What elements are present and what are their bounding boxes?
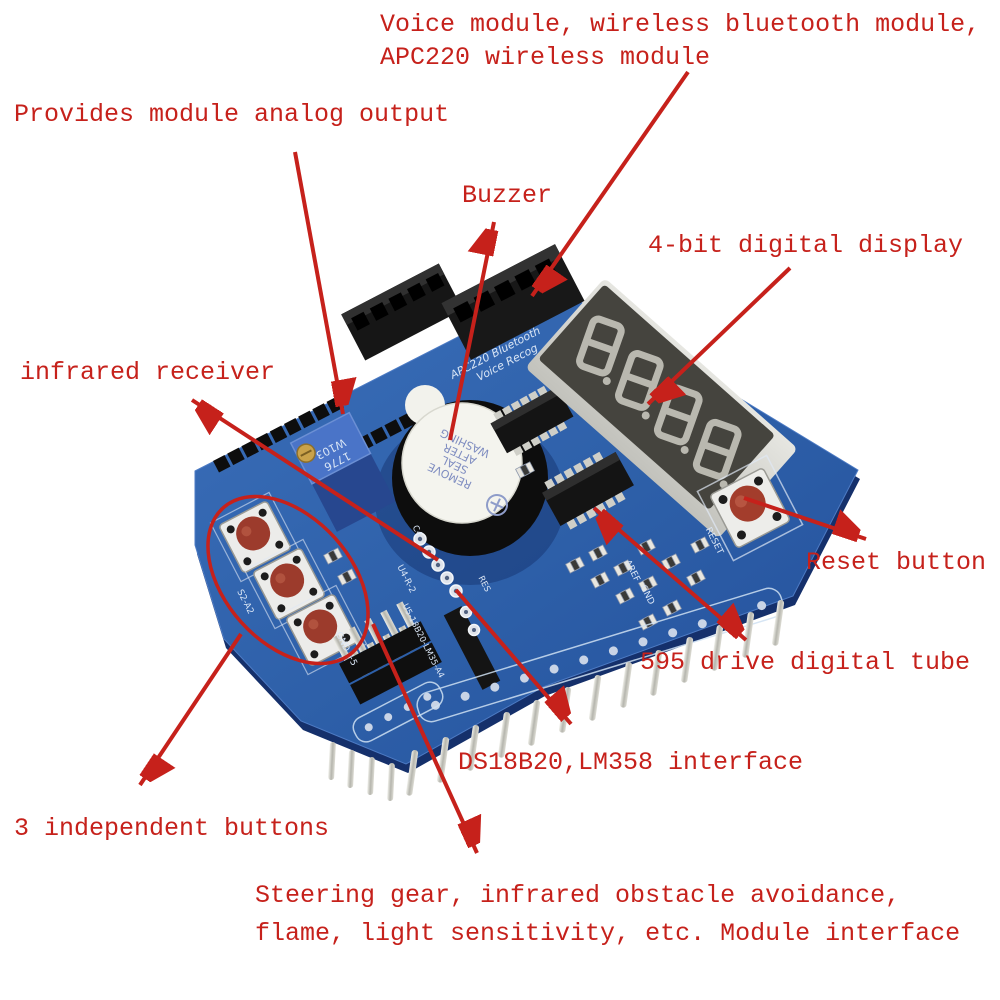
arrow-ds18b20 (454, 588, 571, 726)
annotation-arrows (138, 70, 867, 854)
buttons-circle-annotation (206, 494, 370, 666)
buzzer-sticker (401, 402, 523, 524)
arrow-595 (594, 506, 746, 642)
arrow-buzzer (448, 221, 494, 441)
label-module-interface-line1: Steering gear, infrared obstacle avoidan… (255, 881, 901, 910)
digit-4 (692, 418, 742, 480)
arrow-infrared (192, 398, 440, 562)
sticker-plus-symbol (486, 494, 508, 516)
edge-socket-row-left (213, 395, 345, 473)
label-reset-button: Reset button (806, 548, 987, 577)
potentiometer: 1776 W103 (289, 411, 396, 532)
small-black-header (443, 606, 501, 690)
label-595-drive: 595 drive digital tube (640, 648, 971, 677)
button-s1 (209, 491, 301, 583)
label-infrared-receiver: infrared receiver (20, 358, 276, 387)
female-header-small (341, 263, 463, 361)
arrow-3-buttons (138, 632, 243, 785)
label-ds18b20-lm358: DS18B20,LM358 interface (458, 748, 804, 777)
label-buzzer: Buzzer (462, 181, 553, 210)
silk-c4: C4 (410, 524, 424, 539)
buzzer-component: REMOVE SEAL AFTER WASHING (392, 385, 548, 556)
label-digital-display: 4-bit digital display (648, 231, 964, 260)
digit-3 (653, 384, 703, 446)
label-voice-module-line1: Voice module, wireless bluetooth module, (380, 10, 981, 39)
ic-595-1 (490, 385, 574, 457)
arrow-voice-module (530, 70, 690, 296)
arrow-reset (743, 496, 867, 539)
label-analog-output: Provides module analog output (14, 100, 450, 129)
label-voice-module-line2: APC220 wireless module (380, 43, 711, 72)
arrow-module-interface (371, 623, 477, 854)
label-3-buttons: 3 independent buttons (14, 814, 330, 843)
label-module-interface-line2: flame, light sensitivity, etc. Module in… (255, 919, 961, 948)
arrow-analog-output (293, 151, 343, 415)
arrow-digital-display (646, 266, 792, 404)
digit-1 (576, 315, 625, 377)
